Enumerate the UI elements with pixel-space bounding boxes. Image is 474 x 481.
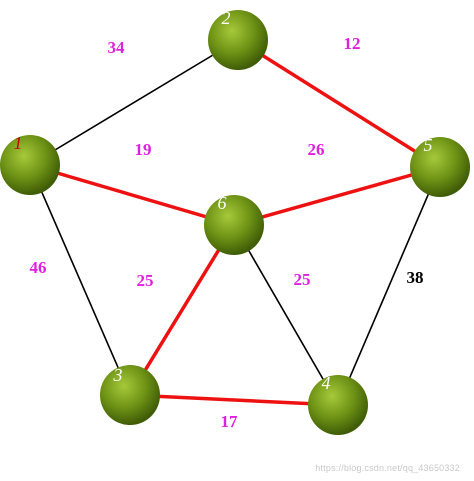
edge-2-5 [237, 38, 441, 169]
node-label-3: 3 [113, 365, 123, 385]
node-circle-5 [410, 137, 470, 197]
edge-1-6 [29, 163, 235, 227]
edge-5-4 [337, 166, 441, 406]
node-6: 6 [204, 193, 264, 255]
edge-weight-6-4: 25 [294, 270, 311, 289]
edge-6-3 [128, 224, 236, 396]
edge-6-4 [233, 224, 339, 406]
node-3: 3 [100, 365, 160, 425]
node-4: 4 [308, 373, 368, 435]
watermark-text: https://blog.csdn.net/qq_43650332 [315, 463, 460, 473]
node-circle-6 [204, 195, 264, 255]
node-circle-2 [208, 10, 268, 70]
node-2: 2 [208, 8, 268, 70]
node-5: 5 [410, 135, 470, 197]
node-circle-4 [308, 375, 368, 435]
node-label-1: 1 [14, 133, 23, 153]
node-label-4: 4 [322, 373, 331, 393]
edge-weight-5-4: 38 [407, 268, 424, 287]
node-circle-1 [0, 135, 60, 195]
node-label-2: 2 [222, 8, 231, 28]
edge-weight-2-5: 12 [344, 34, 361, 53]
edge-1-2 [29, 39, 239, 166]
node-circle-3 [100, 365, 160, 425]
edge-1-3 [29, 164, 131, 396]
edge-3-4 [129, 393, 339, 407]
edge-weight-1-6: 19 [135, 140, 152, 159]
edge-weight-1-2: 34 [108, 38, 126, 57]
edge-weight-6-5: 26 [308, 140, 325, 159]
node-1: 1 [0, 133, 60, 195]
edge-6-5 [233, 165, 441, 227]
edge-weight-3-4: 17 [221, 412, 239, 431]
edge-weight-1-3: 46 [30, 258, 47, 277]
edge-weight-6-3: 25 [137, 271, 154, 290]
node-label-5: 5 [424, 135, 433, 155]
edges-layer [29, 38, 441, 407]
node-label-6: 6 [218, 193, 227, 213]
